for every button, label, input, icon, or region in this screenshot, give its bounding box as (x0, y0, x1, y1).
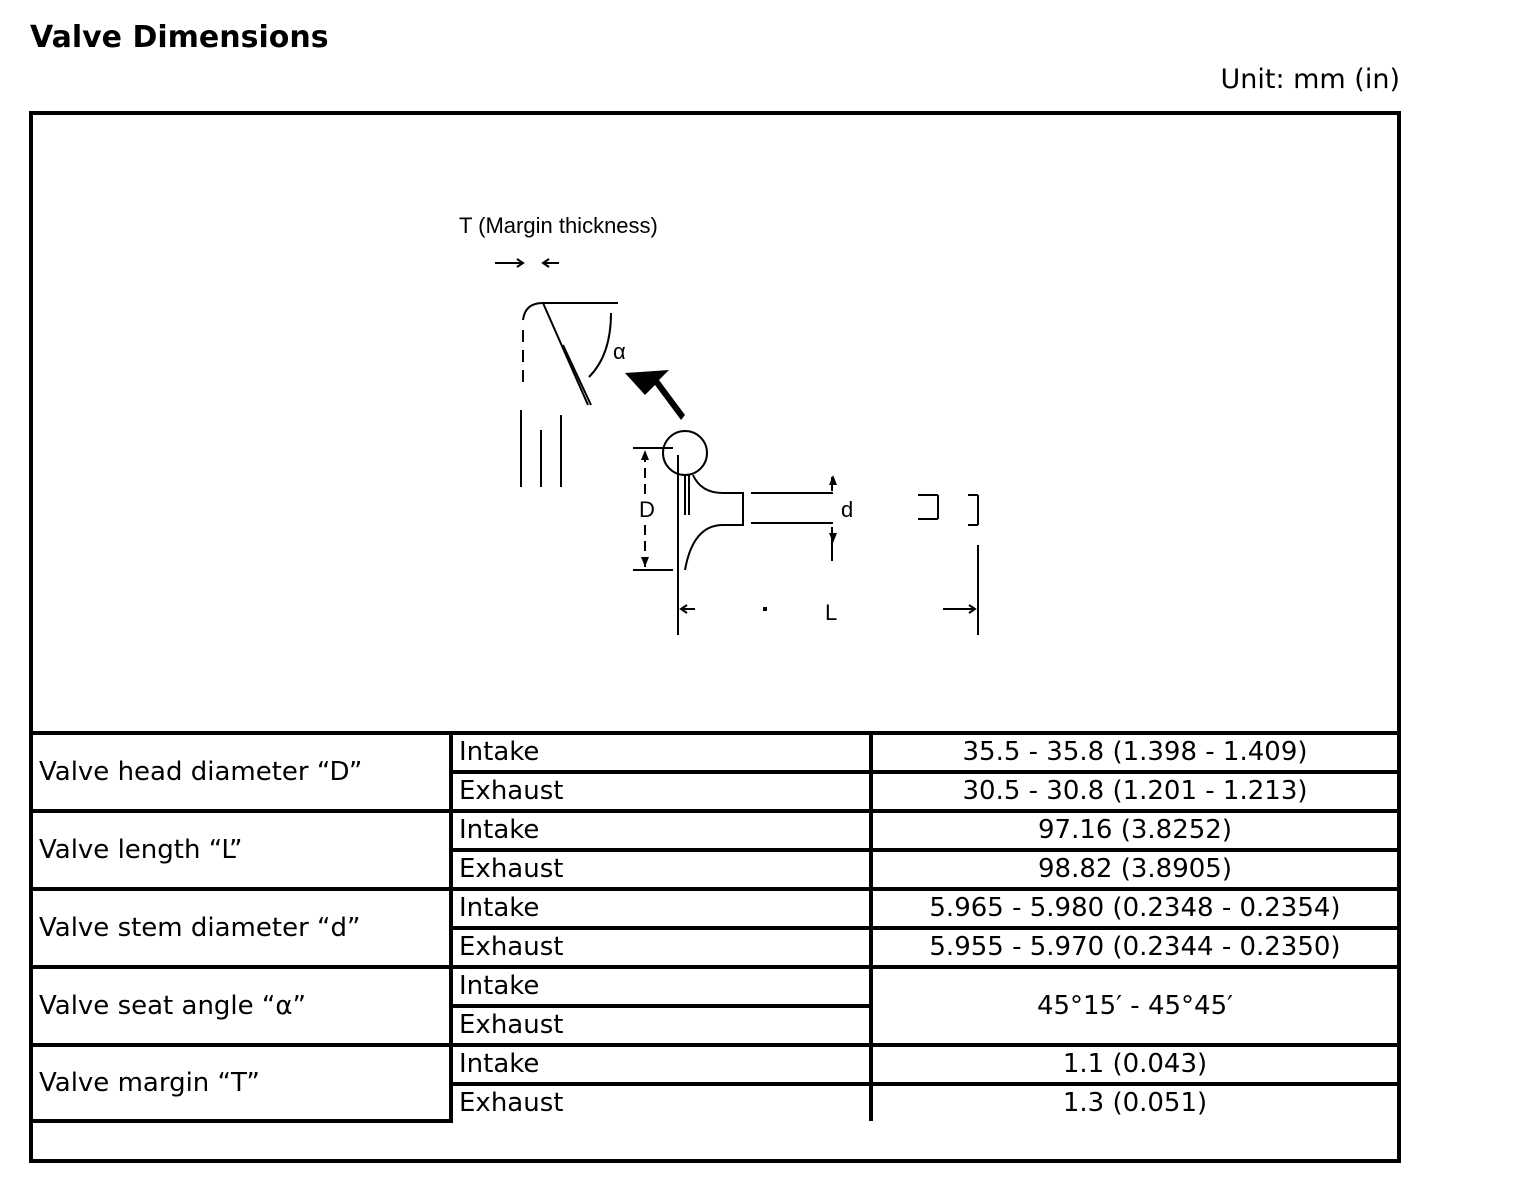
valve-type: Intake (449, 965, 873, 1008)
valve-type: Intake (449, 887, 873, 930)
spec-value: 1.3 (0.051) (869, 1082, 1397, 1121)
valve-diagram: T (Margin thickness) α D d L (33, 115, 1397, 731)
spec-value: 5.965 - 5.980 (0.2348 - 0.2354) (869, 887, 1397, 930)
valve-diagram-svg: T (Margin thickness) α D d L (459, 213, 979, 635)
table-row: Exhaust 5.955 - 5.970 (0.2344 - 0.2350) (33, 926, 1397, 969)
spec-value: 35.5 - 35.8 (1.398 - 1.409) (869, 731, 1397, 774)
param-name: Valve seat angle “α” (33, 965, 453, 1047)
spec-value: 1.1 (0.043) (869, 1043, 1397, 1086)
valve-type: Exhaust (449, 1082, 873, 1121)
table-row: Valve length “L” Intake 97.16 (3.8252) (33, 809, 1397, 891)
alpha-label: α (613, 339, 626, 364)
table-row: Valve head diameter “D” Intake 35.5 - 35… (33, 731, 1397, 813)
margin-thickness-label: T (Margin thickness) (459, 213, 658, 238)
valve-type: Intake (449, 1043, 873, 1086)
valve-type: Exhaust (449, 848, 873, 891)
table-row: Exhaust (33, 1004, 1397, 1047)
page-title: Valve Dimensions (30, 20, 329, 55)
table-row: Valve margin “T” Intake 1.1 (0.043) (33, 1043, 1397, 1123)
param-name: Valve stem diameter “d” (33, 887, 453, 969)
stem-diameter-label: d (841, 497, 853, 522)
head-diameter-label: D (639, 497, 655, 522)
table-row: Exhaust 98.82 (3.8905) (33, 848, 1397, 891)
unit-label: Unit: mm (in) (1220, 64, 1400, 95)
valve-type: Intake (449, 731, 873, 774)
valve-type: Intake (449, 809, 873, 852)
length-label: L (825, 600, 837, 625)
param-name: Valve head diameter “D” (33, 731, 453, 813)
spec-value: 97.16 (3.8252) (869, 809, 1397, 852)
spec-value: 5.955 - 5.970 (0.2344 - 0.2350) (869, 926, 1397, 969)
spec-table: Valve head diameter “D” Intake 35.5 - 35… (33, 731, 1397, 1123)
table-row: Valve stem diameter “d” Intake 5.965 - 5… (33, 887, 1397, 969)
table-row: Valve seat angle “α” Intake 45°15′ - 45°… (33, 965, 1397, 1047)
table-row: Exhaust 1.3 (0.051) (33, 1082, 1397, 1121)
table-row: Exhaust 30.5 - 30.8 (1.201 - 1.213) (33, 770, 1397, 813)
valve-type: Exhaust (449, 770, 873, 813)
param-name: Valve margin “T” (33, 1043, 453, 1123)
valve-type: Exhaust (449, 926, 873, 969)
spec-value: 45°15′ - 45°45′ (869, 965, 1397, 1047)
param-name: Valve length “L” (33, 809, 453, 891)
spec-value: 30.5 - 30.8 (1.201 - 1.213) (869, 770, 1397, 813)
spec-frame: T (Margin thickness) α D d L Valve head … (29, 111, 1401, 1163)
spec-value: 98.82 (3.8905) (869, 848, 1397, 891)
valve-type: Exhaust (449, 1004, 873, 1047)
